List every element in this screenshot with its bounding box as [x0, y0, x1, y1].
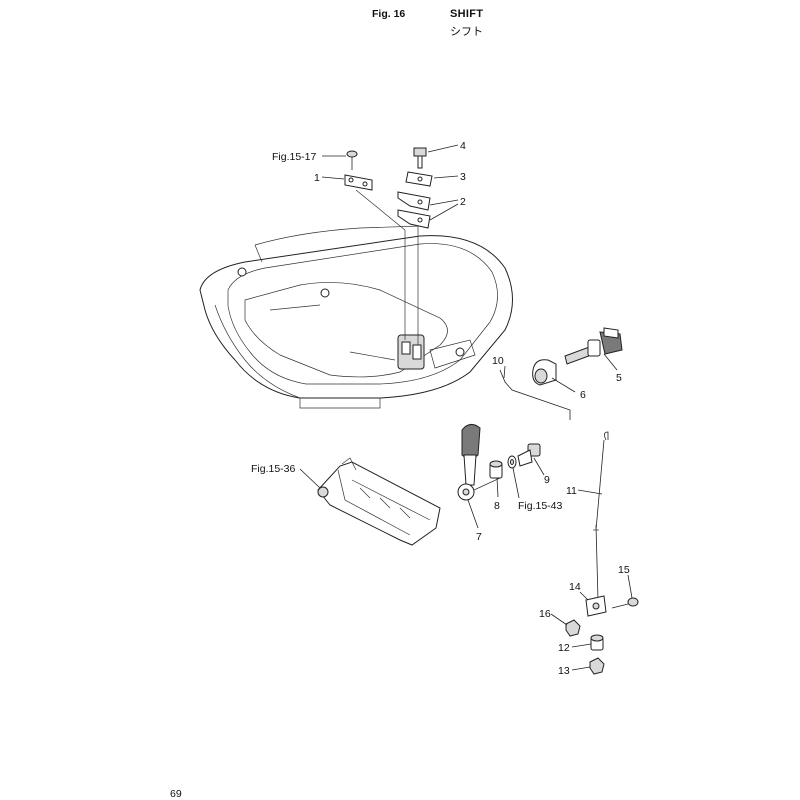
label-part-7: 7	[476, 531, 482, 543]
label-part-14: 14	[569, 581, 581, 593]
lower-cowling	[199, 225, 513, 409]
figure-number: Fig. 16	[372, 8, 406, 20]
label-part-6: 6	[580, 389, 586, 401]
label-part-12: 12	[558, 642, 570, 654]
part-6-grommet	[532, 359, 557, 386]
label-part-11: 11	[566, 485, 577, 497]
part-3-plate	[405, 171, 433, 187]
part-9-bolt	[517, 443, 541, 467]
part-7-lever	[457, 424, 501, 501]
label-part-9: 9	[544, 474, 550, 486]
part-4-bolt	[413, 147, 427, 169]
bottom-tray-ref-15-36	[317, 457, 441, 546]
label-part-2: 2	[460, 196, 466, 208]
part-10-rod	[499, 369, 571, 420]
label-part-5: 5	[616, 372, 622, 384]
label-ref-15-17: Fig.15-17	[272, 151, 317, 163]
part-12-spacer	[590, 634, 604, 651]
label-part-1: 1	[314, 172, 320, 184]
part-1-plate	[344, 174, 373, 191]
part-2-plates	[397, 191, 431, 229]
part-14-connector	[585, 595, 607, 617]
part-11-rod	[593, 431, 609, 601]
page-number: 69	[170, 788, 182, 800]
washer-ref-15-43	[507, 455, 517, 469]
part-13-nut	[589, 657, 605, 675]
label-part-16: 16	[539, 608, 551, 620]
part-5-joint	[564, 327, 623, 365]
label-ref-15-43: Fig.15-43	[518, 500, 563, 512]
label-part-3: 3	[460, 171, 466, 183]
label-ref-15-36: Fig.15-36	[251, 463, 296, 475]
label-part-10: 10	[492, 355, 504, 367]
part-15-screw	[611, 597, 639, 609]
leader-lines	[299, 144, 633, 671]
label-part-15: 15	[618, 564, 630, 576]
part-16-nut	[565, 619, 581, 637]
label-part-4: 4	[460, 140, 466, 152]
part-8-collar	[489, 460, 503, 479]
label-part-8: 8	[494, 500, 500, 512]
figure-title-japanese: シフト	[450, 25, 483, 38]
screw-ref-15-17	[346, 150, 358, 170]
figure-title-english: SHIFT	[450, 8, 484, 20]
label-part-13: 13	[558, 665, 570, 677]
page-header: Fig. 16 SHIFT シフト	[0, 6, 800, 38]
